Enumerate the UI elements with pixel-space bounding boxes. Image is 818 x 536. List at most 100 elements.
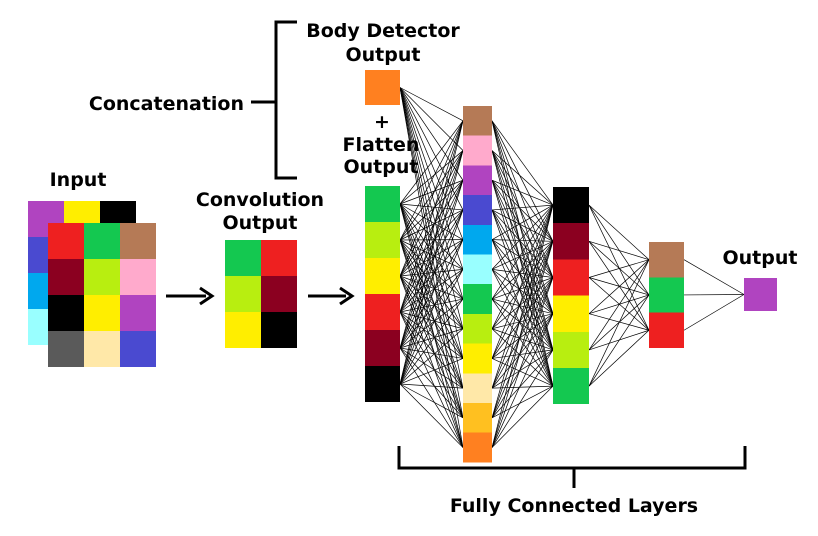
connection-edge (588, 240, 650, 260)
connection-edge (399, 120, 464, 313)
hidden2-cell (553, 368, 589, 405)
input-cell (48, 331, 84, 367)
connection-edge (491, 241, 554, 418)
hidden1-cell (463, 313, 492, 344)
connection-edge (399, 120, 464, 349)
connection-edge (491, 277, 554, 330)
input-cell (120, 259, 156, 295)
connection-edge (491, 180, 554, 351)
input-back-cell (28, 273, 48, 309)
hidden2-cell (553, 187, 589, 224)
body-detector-cell (365, 70, 400, 105)
plus-sign: + (374, 111, 390, 133)
input-front-layer (48, 223, 156, 367)
fully-connected-bracket (397, 446, 747, 488)
convolution-output-label: Output (223, 212, 298, 234)
connection-edge (399, 358, 464, 385)
connection-edge (491, 204, 554, 270)
hidden1-cell (463, 403, 492, 433)
connection-edge (399, 209, 464, 385)
body-detector-output-label: Output (346, 44, 421, 66)
connection-edge (399, 383, 464, 448)
hidden2-cell (553, 331, 589, 368)
connection-edge (399, 180, 464, 277)
connection-edge (491, 313, 554, 330)
connection-edge (399, 87, 464, 270)
connection-edge (491, 313, 554, 389)
connection-edge (399, 383, 464, 419)
connection-edge (399, 87, 464, 122)
connection-edge (491, 209, 554, 387)
hidden2-cell (553, 259, 589, 296)
arrow-conv-to-flatten (308, 286, 355, 306)
connection-edge (399, 269, 464, 385)
arrow-input-to-conv (166, 286, 215, 306)
flatten-cell (365, 330, 400, 366)
convolution-output-grid (225, 240, 297, 348)
hidden1-cell (463, 165, 492, 196)
connection-edge (491, 180, 554, 387)
connection-edge (491, 349, 554, 448)
connection-edge (491, 277, 554, 418)
connection-edge (683, 259, 745, 295)
connection-edge (399, 180, 464, 385)
connection-edge (588, 204, 650, 260)
hidden-layer-3 (649, 242, 684, 348)
connection-edge (399, 209, 464, 313)
connection-edge (399, 203, 464, 448)
hidden1-cell (463, 373, 492, 403)
connection-edge (491, 241, 554, 359)
connection-edge (491, 277, 554, 300)
connection-edge (588, 259, 650, 278)
connection-edge (588, 294, 650, 387)
connection-edge (588, 259, 650, 314)
flatten-label: Flatten (343, 134, 420, 156)
connection-edge (491, 204, 554, 300)
connection-edge (491, 204, 554, 389)
output-cell (744, 278, 777, 311)
hidden1-cell (463, 284, 492, 314)
input-back-cell (28, 237, 48, 273)
connection-edge (491, 298, 554, 387)
flatten-cell (365, 366, 400, 402)
connection-edge (491, 205, 554, 418)
convolution-label: Convolution (196, 189, 324, 211)
input-cell (84, 295, 120, 331)
connection-edge (588, 259, 650, 351)
connection-edge (399, 269, 464, 349)
connection-edge (399, 150, 464, 313)
flatten-cell (365, 222, 400, 258)
connection-edge (491, 120, 554, 314)
flatten-cell (365, 258, 400, 294)
connection-edge (588, 277, 650, 331)
connection-edge (491, 120, 554, 350)
connection-edge (399, 150, 464, 385)
hidden3-cell (649, 277, 684, 313)
flatten-cell (365, 186, 400, 222)
connection-edge (683, 294, 745, 331)
connection-edge (399, 328, 464, 385)
output-label: Output (723, 247, 798, 269)
input-cell (48, 295, 84, 331)
connection-edge (588, 241, 650, 331)
fully-connected-edges (399, 87, 745, 448)
flatten-output-label: Output (344, 156, 419, 178)
connection-edge (491, 298, 554, 315)
input-cell (120, 295, 156, 331)
input-cell (120, 331, 156, 367)
connection-edge (399, 383, 464, 389)
connection-edge (491, 241, 554, 329)
conv-cell (261, 276, 297, 312)
connection-edge (399, 180, 464, 349)
connection-edge (491, 313, 554, 448)
connection-edge (491, 313, 554, 419)
connection-edge (491, 150, 554, 314)
fully-connected-label: Fully Connected Layers (450, 495, 698, 517)
connection-edge (399, 239, 464, 385)
connection-edge (491, 313, 554, 359)
connection-edge (491, 277, 554, 389)
connection-edge (491, 204, 554, 329)
hidden-layer-1 (463, 106, 492, 463)
input-cell (84, 223, 120, 259)
connection-edge (491, 204, 554, 359)
